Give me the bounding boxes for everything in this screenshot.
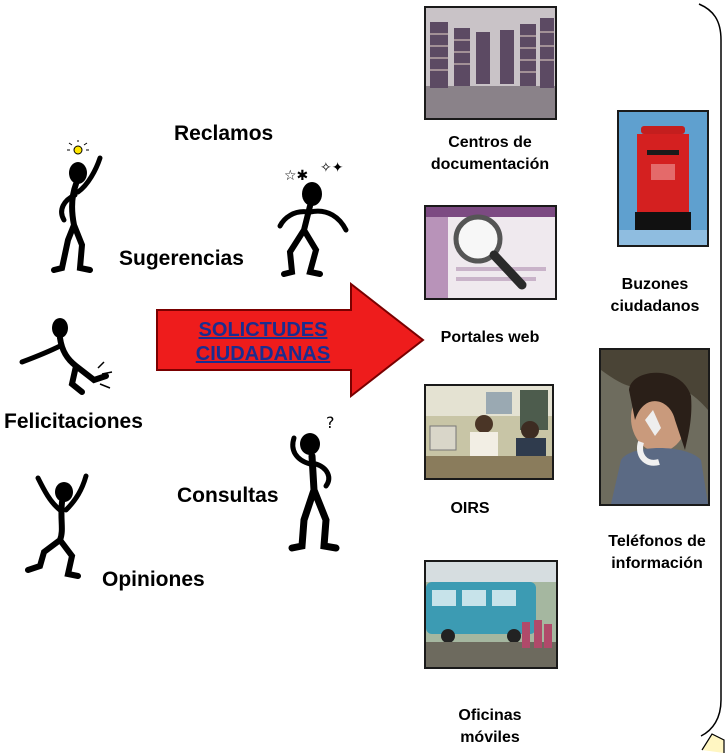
centros-label: Centros de documentación bbox=[410, 132, 570, 176]
centros-label-line-1: Centros de bbox=[448, 134, 532, 151]
requests-arrow bbox=[156, 282, 425, 398]
buzones-label-line-2: ciudadanos bbox=[610, 298, 700, 315]
oficinas-label: Oficinas móviles bbox=[440, 705, 540, 749]
questioning-stick-figure-icon: ? bbox=[288, 413, 340, 552]
oirs-office-photo bbox=[424, 384, 554, 480]
opiniones-label: Opiniones bbox=[102, 568, 205, 591]
frustrated-stick-figure-icon: ☆✱ ✧✦ bbox=[277, 160, 349, 277]
library-photo bbox=[424, 6, 557, 120]
svg-text:✧✦: ✧✦ bbox=[320, 160, 344, 176]
sugerencias-label: Sugerencias bbox=[119, 247, 244, 270]
telefonos-label-line-2: información bbox=[611, 555, 703, 572]
cheering-stick-figure-icon bbox=[25, 473, 89, 579]
oficinas-label-line-2: móviles bbox=[460, 729, 520, 746]
portales-label: Portales web bbox=[440, 329, 540, 346]
arrow-label-line-2: CIUDADANAS bbox=[195, 343, 331, 365]
buzones-label: Buzones ciudadanos bbox=[588, 274, 722, 318]
celebrating-stick-figure-icon bbox=[19, 318, 113, 395]
right-brace bbox=[698, 3, 722, 737]
mobile-office-photo bbox=[424, 560, 558, 669]
arrow-label: SOLICTUDES CIUDADANAS bbox=[163, 318, 363, 366]
oficinas-label-line-1: Oficinas bbox=[458, 707, 522, 724]
buzones-label-line-1: Buzones bbox=[621, 276, 689, 293]
web-portal-photo bbox=[424, 205, 557, 300]
centros-label-line-2: documentación bbox=[430, 156, 550, 173]
oirs-label: OIRS bbox=[450, 500, 490, 517]
telefonos-label: Teléfonos de información bbox=[590, 531, 724, 575]
felicitaciones-label: Felicitaciones bbox=[4, 410, 143, 433]
svg-text:☆✱: ☆✱ bbox=[284, 168, 308, 184]
corner-shape-icon bbox=[701, 733, 725, 753]
svg-text:?: ? bbox=[326, 413, 335, 432]
mailbox-photo bbox=[617, 110, 709, 247]
arrow-shape bbox=[156, 282, 425, 398]
telephone-photo bbox=[599, 348, 710, 506]
arrow-label-line-1: SOLICTUDES bbox=[198, 319, 328, 341]
consultas-label: Consultas bbox=[177, 484, 279, 507]
telefonos-label-line-1: Teléfonos de bbox=[608, 533, 706, 550]
idea-stick-figure-icon bbox=[51, 140, 103, 273]
reclamos-label: Reclamos bbox=[174, 122, 274, 145]
